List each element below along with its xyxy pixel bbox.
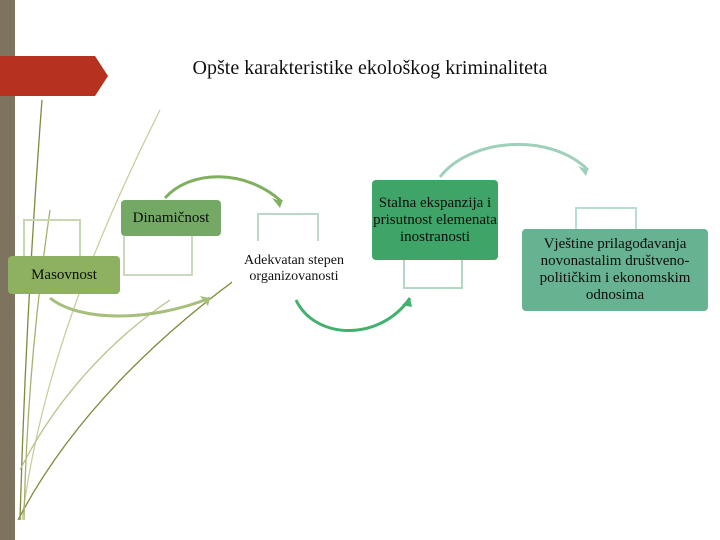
- step-dinamicnost: Dinamičnost: [121, 200, 221, 236]
- step-label: Vještine prilagođavanja novonastalim dru…: [539, 236, 691, 303]
- arrowhead-3: [402, 298, 412, 307]
- slide-title: Opšte karakteristike ekološkog kriminali…: [192, 57, 548, 79]
- arrow-3-to-4: [294, 297, 412, 332]
- step-label: Masovnost: [31, 266, 97, 283]
- step-adekvatan-stepen: Adekvatan stepen organizovanosti: [232, 241, 356, 297]
- arrow-1-to-2: [49, 296, 211, 318]
- arrowhead-2: [272, 198, 282, 208]
- step-stalna-ekspanzija: Stalna ekspanzija i prisutnost elemenata…: [372, 180, 498, 260]
- arrow-2-to-3: [163, 175, 284, 204]
- bracket-1: [23, 219, 81, 256]
- bracket-3: [257, 213, 319, 241]
- bracket-2: [123, 236, 193, 276]
- arrowhead-1: [200, 296, 210, 306]
- side-accent-bar: [0, 0, 15, 540]
- step-vjestine-prilagodjavanja: Vještine prilagođavanja novonastalim dru…: [522, 229, 708, 311]
- title-accent-tab: [0, 56, 108, 96]
- bracket-5: [575, 207, 637, 229]
- bracket-4: [403, 260, 463, 289]
- arrowhead-4: [578, 166, 588, 176]
- step-masovnost: Masovnost: [8, 256, 120, 294]
- decorative-stems: [17, 99, 271, 521]
- step-label: Dinamičnost: [132, 209, 210, 226]
- arrow-4-to-5: [438, 143, 590, 178]
- step-label: Stalna ekspanzija i prisutnost elemenata…: [373, 194, 497, 245]
- step-label: Adekvatan stepen organizovanosti: [244, 253, 344, 284]
